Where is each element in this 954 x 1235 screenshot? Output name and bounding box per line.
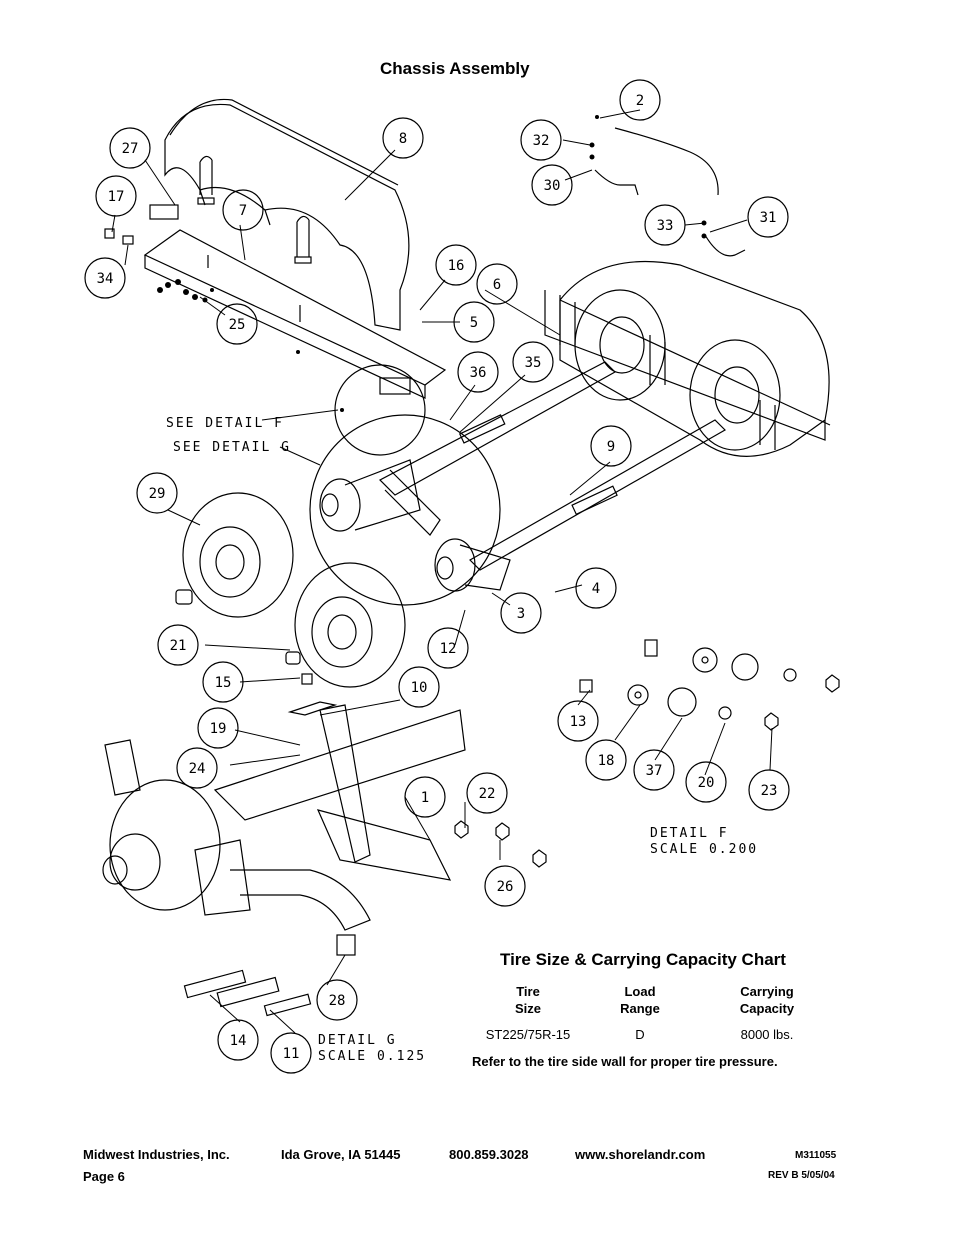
callout-27: 27 [122,141,139,157]
callout-7: 7 [239,203,247,219]
callout-17: 17 [108,189,125,205]
header-line: Carrying [740,984,794,999]
tire-pair [182,492,406,688]
cell-carrying-capacity: 8000 lbs. [740,1027,794,1042]
callout-19: 19 [210,721,227,737]
callout-13: 13 [570,714,587,730]
detail-g-title: DETAIL G [318,1033,397,1048]
tire-pressure-note: Refer to the tire side wall for proper t… [472,1054,778,1069]
detail-g-scale: SCALE 0.125 [318,1049,426,1064]
detail-g-axle [102,701,466,1017]
callout-33: 33 [657,218,674,234]
callout-16: 16 [448,258,465,274]
footer-address: Ida Grove, IA 51445 [281,1147,401,1162]
detail-f-title: DETAIL F [650,826,729,841]
callout-leaders [111,109,773,1034]
callout-25: 25 [229,317,246,333]
detail-g-circle [309,414,501,606]
see-detail-g-label: SEE DETAIL G [173,440,291,455]
callout-15: 15 [215,675,232,691]
callout-29: 29 [149,486,166,502]
callout-24: 24 [189,761,206,777]
callout-21: 21 [170,638,187,654]
cell-tire-size: ST225/75R-15 [485,1027,571,1042]
callout-28: 28 [329,993,346,1009]
fender-part [164,98,410,331]
footer-revision: REV B 5/05/04 [768,1170,835,1181]
callout-23: 23 [761,783,778,799]
header-line: Range [620,1001,660,1016]
footer-phone: 800.859.3028 [449,1147,529,1162]
header-carrying-capacity: Carrying Capacity [727,983,807,1017]
callout-8: 8 [399,131,407,147]
detail-f-scale: SCALE 0.200 [650,842,758,857]
callout-26: 26 [497,879,514,895]
header-line: Load [624,984,656,999]
callout-2: 2 [636,93,644,109]
callout-3: 3 [517,606,525,622]
callout-37: 37 [646,763,663,779]
tire-chart-title: Tire Size & Carrying Capacity Chart [500,950,786,969]
header-line: Tire [516,984,540,999]
callout-6: 6 [493,277,501,293]
cell-load-range: D [635,1027,645,1042]
page-title: Chassis Assembly [380,59,530,78]
detail-notes: SEE DETAIL F SEE DETAIL G DETAIL F SCALE… [166,416,758,1064]
callout-32: 32 [533,133,550,149]
callout-circles [84,79,790,1074]
callout-20: 20 [698,775,715,791]
detail-g-nuts [454,820,547,868]
callout-1: 1 [421,790,429,806]
see-detail-f-label: SEE DETAIL F [166,416,284,431]
callout-14: 14 [230,1033,247,1049]
footer-website: www.shorelandr.com [575,1147,706,1162]
callout-34: 34 [97,271,114,287]
callout-5: 5 [470,315,478,331]
callout-18: 18 [598,753,615,769]
callout-35: 35 [525,355,542,371]
callout-4: 4 [592,581,600,597]
detail-f-hardware [579,639,840,731]
callout-labels: 8 27 17 7 34 25 16 5 6 36 35 2 32 30 31 … [97,93,778,1062]
callout-36: 36 [470,365,487,381]
footer-company: Midwest Industries, Inc. [83,1147,230,1162]
callout-22: 22 [479,786,496,802]
header-tire-size: Tire Size [495,983,561,1017]
callout-10: 10 [411,680,428,696]
callout-9: 9 [607,439,615,455]
footer-page: Page 6 [83,1169,125,1184]
header-line: Capacity [739,1001,795,1016]
rear-frame-assembly [544,260,831,457]
callout-12: 12 [440,641,457,657]
header-line: Size [514,1001,541,1016]
callout-30: 30 [544,178,561,194]
footer-doc-number: M311055 [795,1150,837,1161]
callout-31: 31 [760,210,777,226]
callout-11: 11 [283,1046,300,1062]
header-load-range: Load Range [605,983,675,1017]
